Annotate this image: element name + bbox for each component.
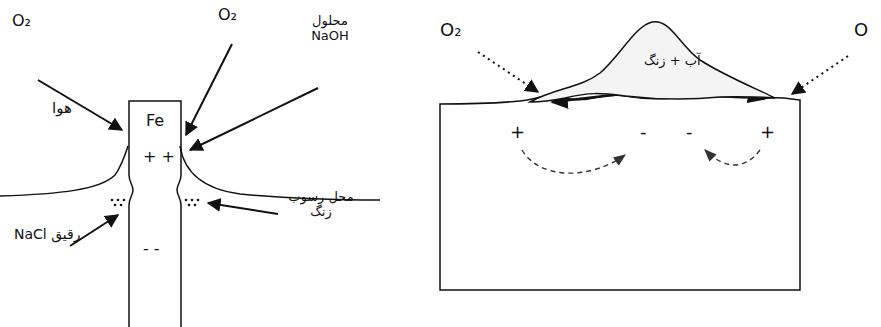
metal-block xyxy=(440,95,800,290)
text-label: O₂ xyxy=(440,20,461,41)
text-label: - xyxy=(686,122,693,143)
current-paths xyxy=(522,150,760,173)
text-label: O₂ xyxy=(218,6,237,24)
text-label: + xyxy=(760,122,775,143)
node-outline xyxy=(128,100,182,327)
rust-deposit-dots xyxy=(111,199,200,207)
text-label: هوا xyxy=(52,100,72,117)
text-label: + + xyxy=(143,148,175,166)
meniscus-line xyxy=(0,146,128,196)
text-label: NaCl رقیق xyxy=(14,226,81,242)
iron-rod: Fe xyxy=(128,100,182,327)
water-drop: آب + زنگ xyxy=(530,18,775,104)
node-label: آب + زنگ xyxy=(644,53,701,68)
text-label: O xyxy=(854,20,868,41)
node-label: Fe xyxy=(146,111,164,130)
pointer-arrows xyxy=(38,44,318,246)
text-label: - xyxy=(640,122,647,143)
text-label: - - xyxy=(143,240,160,258)
text-label: محلول NaOH xyxy=(300,14,360,44)
text-label: محل رسوب زنگ xyxy=(286,190,356,220)
text-label: + xyxy=(510,122,525,143)
text-label: O₂ xyxy=(12,12,31,30)
